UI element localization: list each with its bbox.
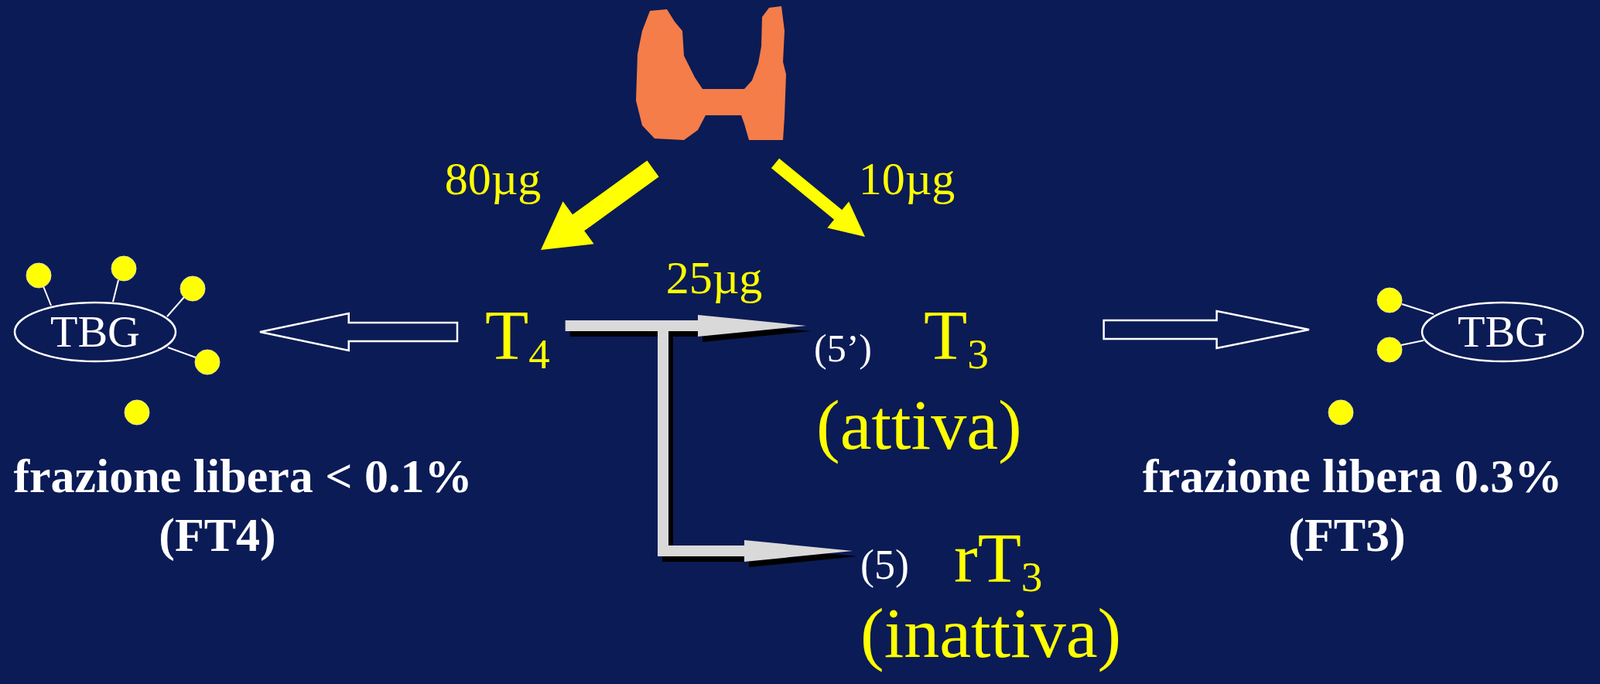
hormone-dot [1377, 287, 1402, 313]
binding-line [112, 280, 119, 302]
hormone-dot [111, 256, 137, 281]
binding-line [1401, 304, 1434, 315]
deiodination-position: (5) [860, 543, 910, 586]
hormone-dot [194, 349, 220, 375]
subscript: 3 [1021, 553, 1043, 601]
binding-protein-ellipse: TBG [13, 300, 178, 363]
hormone-dot [180, 276, 206, 301]
arrow-head [697, 314, 807, 337]
free-hormone-dot [124, 400, 150, 425]
activity-label: (inattiva) [860, 597, 1122, 669]
binding-line [1401, 340, 1424, 346]
hormone-dot [26, 263, 52, 288]
hormone-dot [1377, 337, 1402, 363]
secretion-arrow [771, 158, 865, 237]
binding-protein-ellipse: TBG [1420, 300, 1585, 363]
free-hormone-dot [1328, 400, 1354, 425]
ellipse-outline [14, 302, 176, 362]
free-fraction-label: frazione libera < 0.1% [13, 451, 472, 500]
protein-name: TBG [1457, 309, 1548, 355]
arrow-head [744, 540, 853, 562]
free-fraction-label: (FT3) [1288, 510, 1406, 559]
conversion-dose-label: 25µg [666, 254, 763, 301]
hormone-node: T4 [469, 283, 566, 387]
deiodination-position: (5’) [813, 328, 872, 368]
subscript: 4 [528, 330, 551, 378]
dose-label: 80µg [444, 155, 542, 202]
hormone-node: (5’) T3 (attiva) [806, 291, 1030, 469]
free-fraction-label: frazione libera 0.3% [1142, 451, 1563, 500]
dose-label: 10µg [858, 155, 956, 202]
activity-label: (attiva) [816, 389, 1023, 461]
binding-arrow [1104, 311, 1310, 349]
connector-main-layer [259, 311, 1310, 562]
arrow-shaft [565, 325, 746, 551]
hollow-arrow-outline [259, 313, 458, 351]
secretion-arrow [540, 160, 660, 251]
binding-line [167, 297, 185, 317]
hormone-node: (5) rT3(inattiva) [852, 514, 1129, 677]
ellipse-outline [1422, 302, 1583, 362]
hormone-name: rT3 [953, 522, 1043, 594]
conversion-arrow [565, 325, 853, 562]
subscript: 3 [967, 330, 989, 378]
binding-line [43, 286, 52, 306]
binding-line [167, 347, 196, 358]
protein-name: TBG [50, 309, 141, 355]
free-fraction-label: (FT4) [158, 510, 277, 559]
thyroid-gland [635, 6, 787, 141]
hormone-name: T3 [923, 299, 989, 371]
hollow-arrow-outline [1104, 311, 1310, 349]
binding-arrow [259, 313, 458, 351]
hormone-name: T4 [485, 299, 551, 371]
